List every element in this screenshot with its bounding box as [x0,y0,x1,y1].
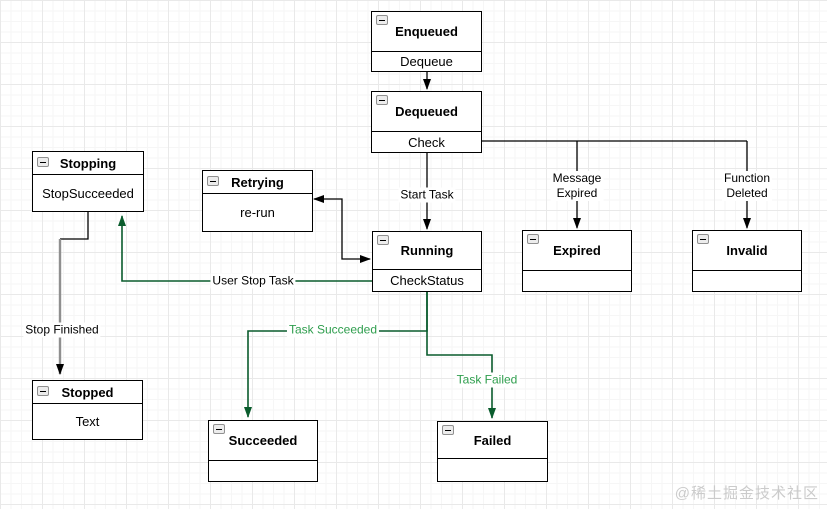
edge-running-retrying-bidirectional [313,195,371,263]
collapse-icon[interactable] [376,15,388,25]
collapse-icon[interactable] [377,235,389,245]
state-node-succeeded[interactable]: Succeeded [208,420,318,482]
collapse-icon[interactable] [527,234,539,244]
state-node-enqueued[interactable]: Enqueued Dequeue [371,11,482,72]
edge-label-message-expired: Message Expired [550,171,604,201]
minus-glyph [380,239,386,241]
state-node-dequeued[interactable]: Dequeued Check [371,91,482,153]
edge-label-task-failed: Task Failed [454,372,520,388]
state-title: Enqueued [395,24,458,39]
edge-label-line: Message [552,171,602,185]
collapse-icon[interactable] [442,425,454,435]
collapse-icon[interactable] [376,95,388,105]
state-row [209,461,317,481]
state-title: Running [400,243,454,258]
state-node-failed[interactable]: Failed [437,421,548,482]
minus-glyph [379,99,385,101]
state-title: Expired [553,243,601,258]
state-node-retrying[interactable]: Retrying re-run [202,170,313,232]
minus-glyph [445,429,451,431]
edge-running-to-succeeded [244,290,428,418]
edge-stopping-elbow [60,210,89,240]
state-row [693,271,801,291]
state-title: Failed [473,432,512,448]
edge-label-user-stop-task: User Stop Task [210,273,296,289]
collapse-icon[interactable] [37,386,49,396]
state-node-stopping[interactable]: Stopping StopSucceeded [32,151,144,212]
edge-running-to-failed [426,290,496,419]
minus-glyph [530,238,536,240]
state-row: Dequeue [400,54,453,69]
state-row: StopSucceeded [42,185,134,201]
collapse-icon[interactable] [37,157,49,167]
state-row: Text [75,414,100,429]
state-node-invalid[interactable]: Invalid [692,230,802,292]
edge-label-line: Deleted [726,186,768,200]
minus-glyph [40,390,46,392]
state-title: Dequeued [395,104,458,119]
edge-label-start-task: Start Task [398,187,456,203]
state-row [523,271,631,291]
edge-label-line: Expired [556,186,598,200]
edge-label-task-succeeded: Task Succeeded [286,322,380,338]
minus-glyph [40,161,46,163]
state-node-stopped[interactable]: Stopped Text [32,380,143,440]
edge-label-stop-finished: Stop Finished [23,322,101,338]
state-node-expired[interactable]: Expired [522,230,632,292]
state-title: Succeeded [228,433,298,448]
state-title: Invalid [726,243,768,258]
collapse-icon[interactable] [207,176,219,186]
state-title: Stopping [59,155,117,171]
state-title: Stopped [61,384,114,400]
minus-glyph [700,238,706,240]
state-title: Retrying [231,174,284,190]
state-row: Check [408,134,445,150]
state-node-running[interactable]: Running CheckStatus [372,231,482,292]
edge-label-line: Function [723,171,771,185]
minus-glyph [379,19,385,21]
watermark: @稀土掘金技术社区 [674,485,819,502]
collapse-icon[interactable] [213,424,225,434]
state-row [438,459,547,481]
state-row: re-run [240,205,275,220]
state-row: CheckStatus [390,273,464,288]
minus-glyph [210,180,216,182]
collapse-icon[interactable] [697,234,709,244]
minus-glyph [216,428,222,430]
edge-label-function-deleted: Function Deleted [721,171,773,201]
